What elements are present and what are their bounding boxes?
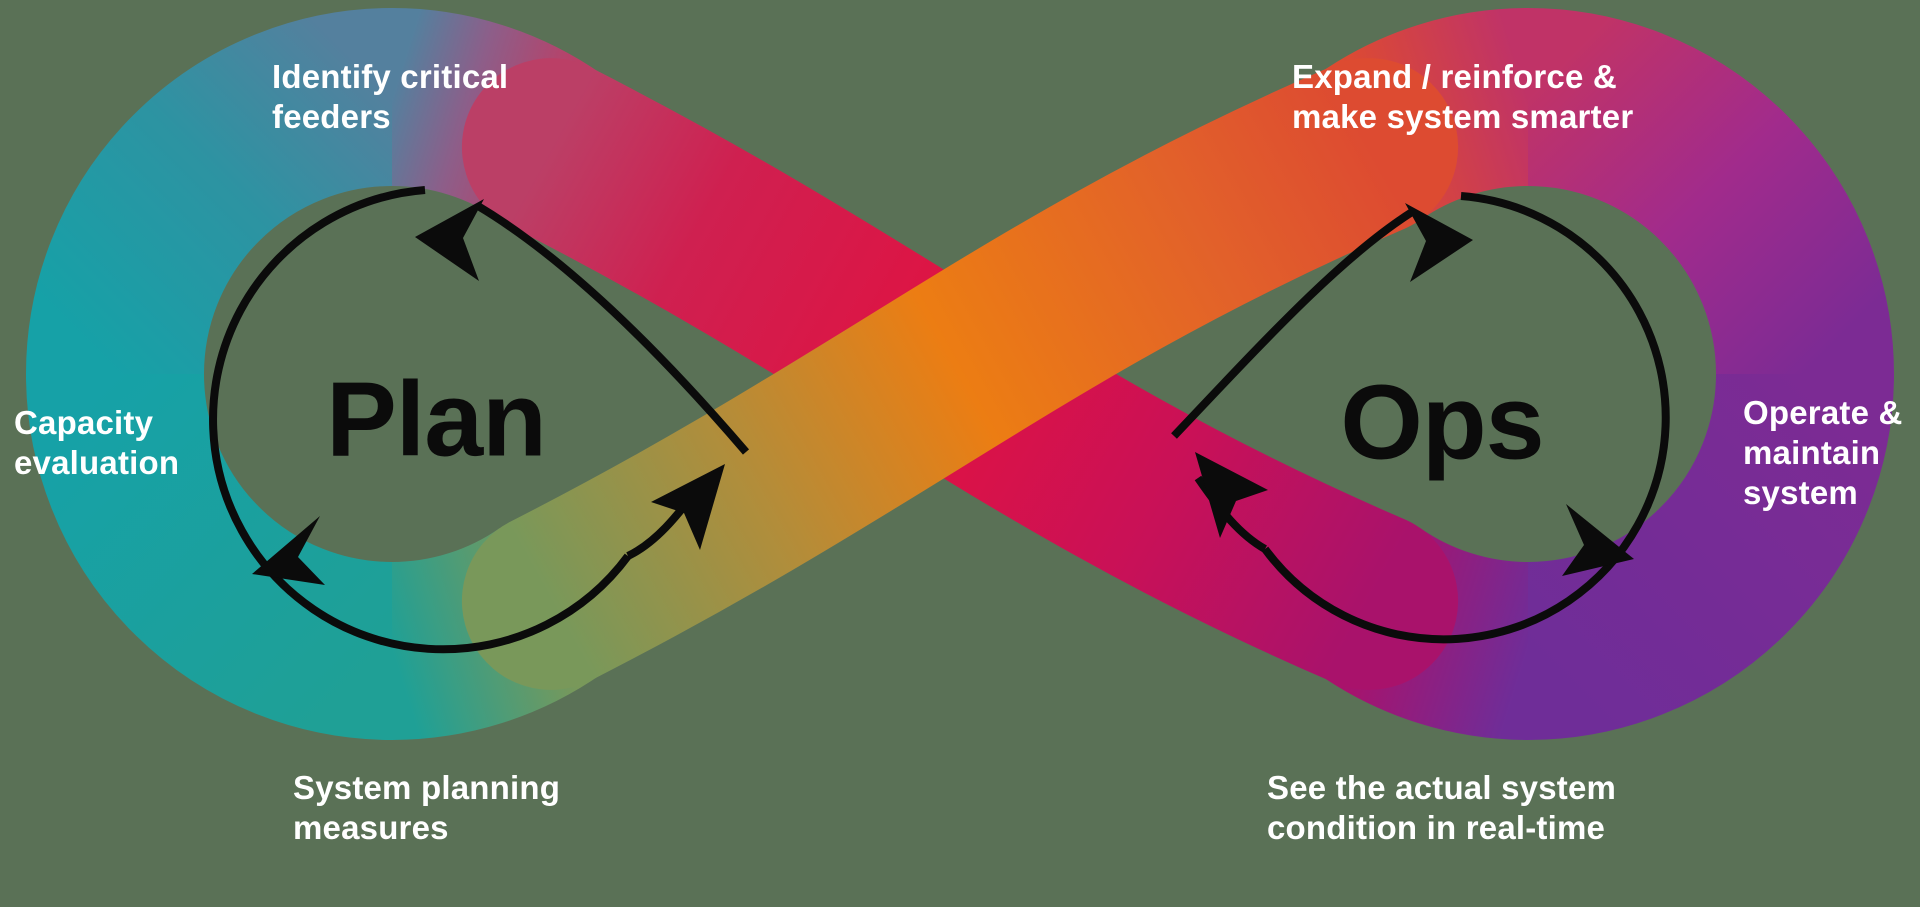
- label-line: maintain: [1743, 434, 1881, 471]
- label-line: Expand / reinforce &: [1292, 58, 1617, 95]
- label-line: measures: [293, 809, 449, 846]
- ops-cycle-entry-line: [1171, 208, 1415, 439]
- orange-band: [461, 58, 1459, 690]
- label-identify-critical-feeders: Identify critical feeders: [272, 57, 508, 137]
- plan-cycle-top-arrowhead-icon: [415, 199, 484, 281]
- plan-cycle-arrows: [209, 186, 750, 654]
- ops-cycle-exit-arrowhead-icon: [1195, 452, 1268, 538]
- plan-cycle-arc: [209, 186, 632, 654]
- ops-cycle-arc: [1261, 192, 1670, 644]
- right-loop-title: Ops: [1340, 363, 1544, 482]
- plan-cycle-entry-line: [475, 202, 750, 455]
- label-see-actual-system-condition: See the actual system condition in real-…: [1267, 768, 1616, 848]
- ops-cycle-bottomright-arrowhead-icon: [1562, 504, 1634, 576]
- label-line: System planning: [293, 769, 561, 806]
- plan-cycle-exit-arrowhead-icon: [651, 464, 725, 550]
- label-line: feeders: [272, 98, 391, 135]
- left-loop-title: Plan: [326, 360, 547, 479]
- label-line: See the actual system: [1267, 769, 1617, 806]
- ops-cycle-arrows: [1171, 192, 1670, 644]
- left-ring-arc-topleft: [26, 8, 394, 376]
- label-operate-maintain-system: Operate & maintain system: [1743, 393, 1903, 513]
- right-ring-arc-topright: [1526, 8, 1894, 376]
- plan-cycle-bottomleft-arrowhead-icon: [252, 516, 325, 585]
- label-capacity-evaluation: Capacity evaluation: [14, 403, 179, 483]
- right-ring-arc-bottomright: [1526, 372, 1894, 740]
- label-system-planning-measures: System planning measures: [293, 768, 560, 848]
- label-line: evaluation: [14, 444, 180, 481]
- ops-cycle-exit-shaft: [1194, 475, 1268, 553]
- label-line: make system smarter: [1292, 98, 1634, 135]
- ops-cycle-top-arrowhead-icon: [1405, 203, 1473, 282]
- label-line: Operate &: [1743, 394, 1903, 431]
- left-ring-arc-bottomleft: [26, 372, 394, 740]
- label-line: Identify critical: [272, 58, 509, 95]
- label-line: condition in real-time: [1267, 809, 1606, 846]
- label-line: Capacity: [14, 404, 154, 441]
- label-line: system: [1743, 474, 1858, 511]
- label-expand-reinforce: Expand / reinforce & make system smarter: [1292, 57, 1633, 137]
